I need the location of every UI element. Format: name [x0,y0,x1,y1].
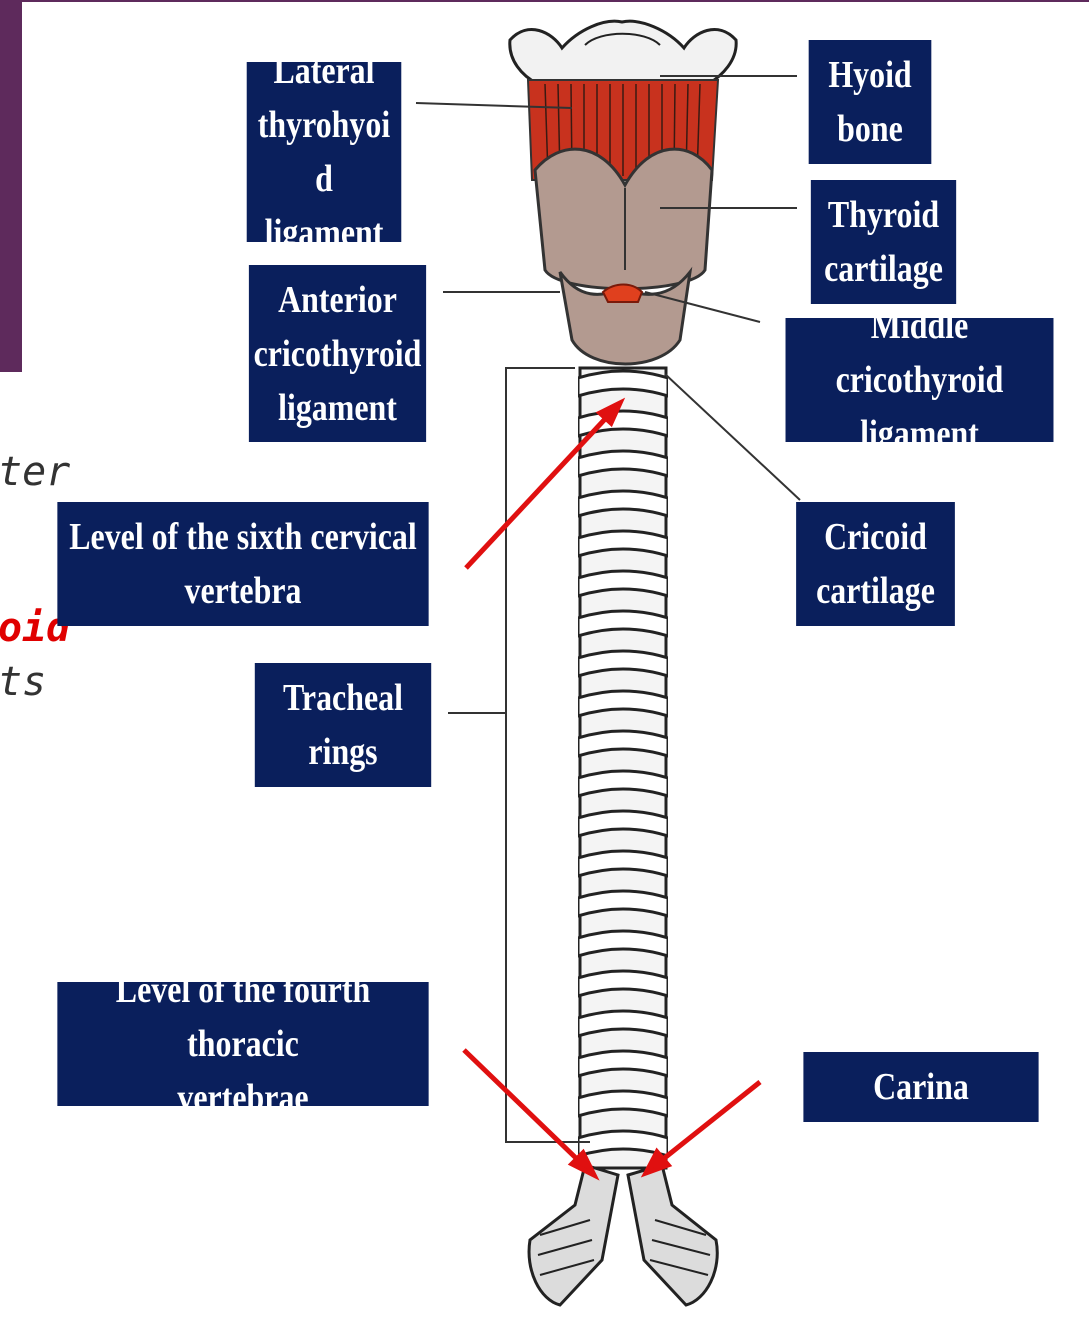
label-anterior-cricothyroid-ligament: Anterior cricothyroid ligament [249,265,426,442]
label-level-sixth-cervical-vertebra: Level of the sixth cervical vertebra [57,502,428,626]
label-lateral-thyrohyoid-ligament: Lateral thyrohyoi d ligament [247,62,402,242]
hyoid-bone-shape [510,21,736,84]
label-middle-cricothyroid-ligament: Middle cricothyroid ligament [786,318,1054,442]
label-tracheal-rings: Tracheal rings [255,663,431,787]
label-thyroid-cartilage: Thyroid cartilage [811,180,956,304]
label-carina: Carina [803,1052,1038,1122]
trachea-tube-shape [580,368,666,1168]
label-hyoid-bone: Hyoid bone [809,40,932,164]
label-level-fourth-thoracic-vertebrae: Level of the fourth thoracic vertebrae [57,982,428,1106]
label-cricoid-cartilage: Cricoid cartilage [796,502,955,626]
